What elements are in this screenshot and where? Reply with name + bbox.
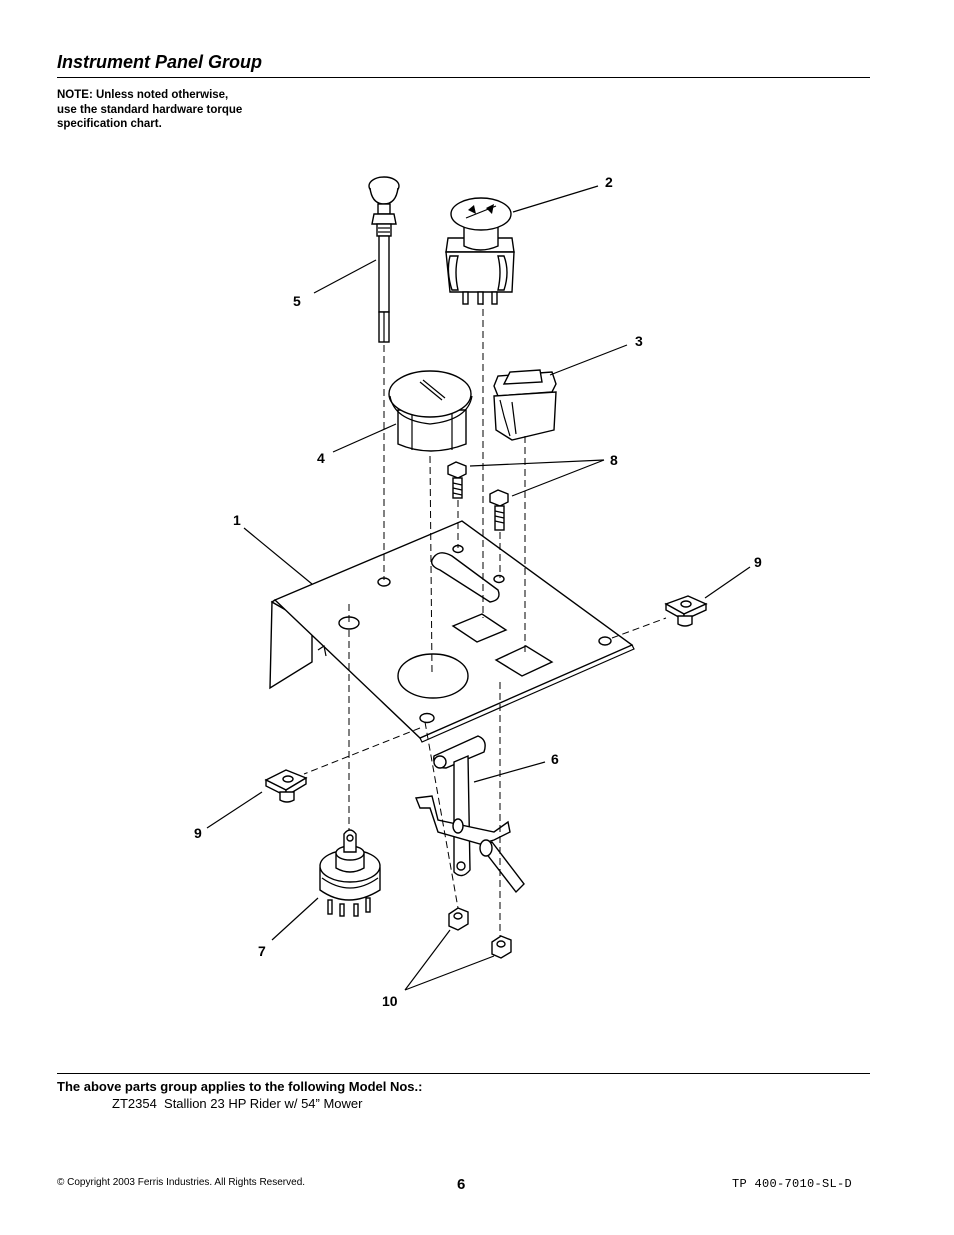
note-line-1: NOTE: Unless noted otherwise, xyxy=(57,89,229,101)
document-code: TP 400-7010-SL-D xyxy=(732,1177,853,1191)
throttle-lever xyxy=(415,735,525,894)
instrument-panel-plate xyxy=(269,520,635,743)
ignition-switch xyxy=(319,829,381,917)
callout-7: 7 xyxy=(258,943,266,959)
callout-9-right: 9 xyxy=(754,554,762,570)
bolts xyxy=(447,461,509,531)
throttle-cable xyxy=(368,176,400,343)
leader-lines xyxy=(206,185,751,991)
page-title: Instrument Panel Group xyxy=(57,52,263,72)
hour-meter xyxy=(388,370,473,452)
callout-1: 1 xyxy=(233,512,241,528)
rocker-switch xyxy=(493,369,557,441)
callout-9-left: 9 xyxy=(194,825,202,841)
model-applicability-heading: The above parts group applies to the fol… xyxy=(57,1079,423,1094)
callout-2: 2 xyxy=(605,174,613,190)
page-number: 6 xyxy=(457,1176,466,1193)
note-line-3: specification chart. xyxy=(57,118,162,130)
pto-switch xyxy=(445,197,515,305)
model-number-line: ZT2354 Stallion 23 HP Rider w/ 54” Mower xyxy=(112,1096,363,1111)
note-line-2: use the standard hardware torque xyxy=(57,103,243,116)
callout-3: 3 xyxy=(635,333,643,349)
copyright-notice: © Copyright 2003 Ferris Industries. All … xyxy=(57,1177,306,1188)
callout-4: 4 xyxy=(317,450,325,466)
speed-nut-right xyxy=(664,595,708,627)
speed-nut-left xyxy=(264,769,308,803)
callout-8: 8 xyxy=(610,452,618,468)
hex-nuts xyxy=(448,907,512,959)
footer-rule xyxy=(57,1073,870,1074)
header-rule xyxy=(57,77,870,78)
callout-6: 6 xyxy=(551,751,559,767)
callout-10: 10 xyxy=(382,993,398,1009)
assembly-center-lines xyxy=(303,298,667,936)
callout-numbers: 1 2 3 4 5 6 7 8 9 9 10 xyxy=(194,174,762,1009)
torque-note: NOTE: Unless noted otherwise, use the st… xyxy=(57,88,297,132)
callout-5: 5 xyxy=(293,293,301,309)
